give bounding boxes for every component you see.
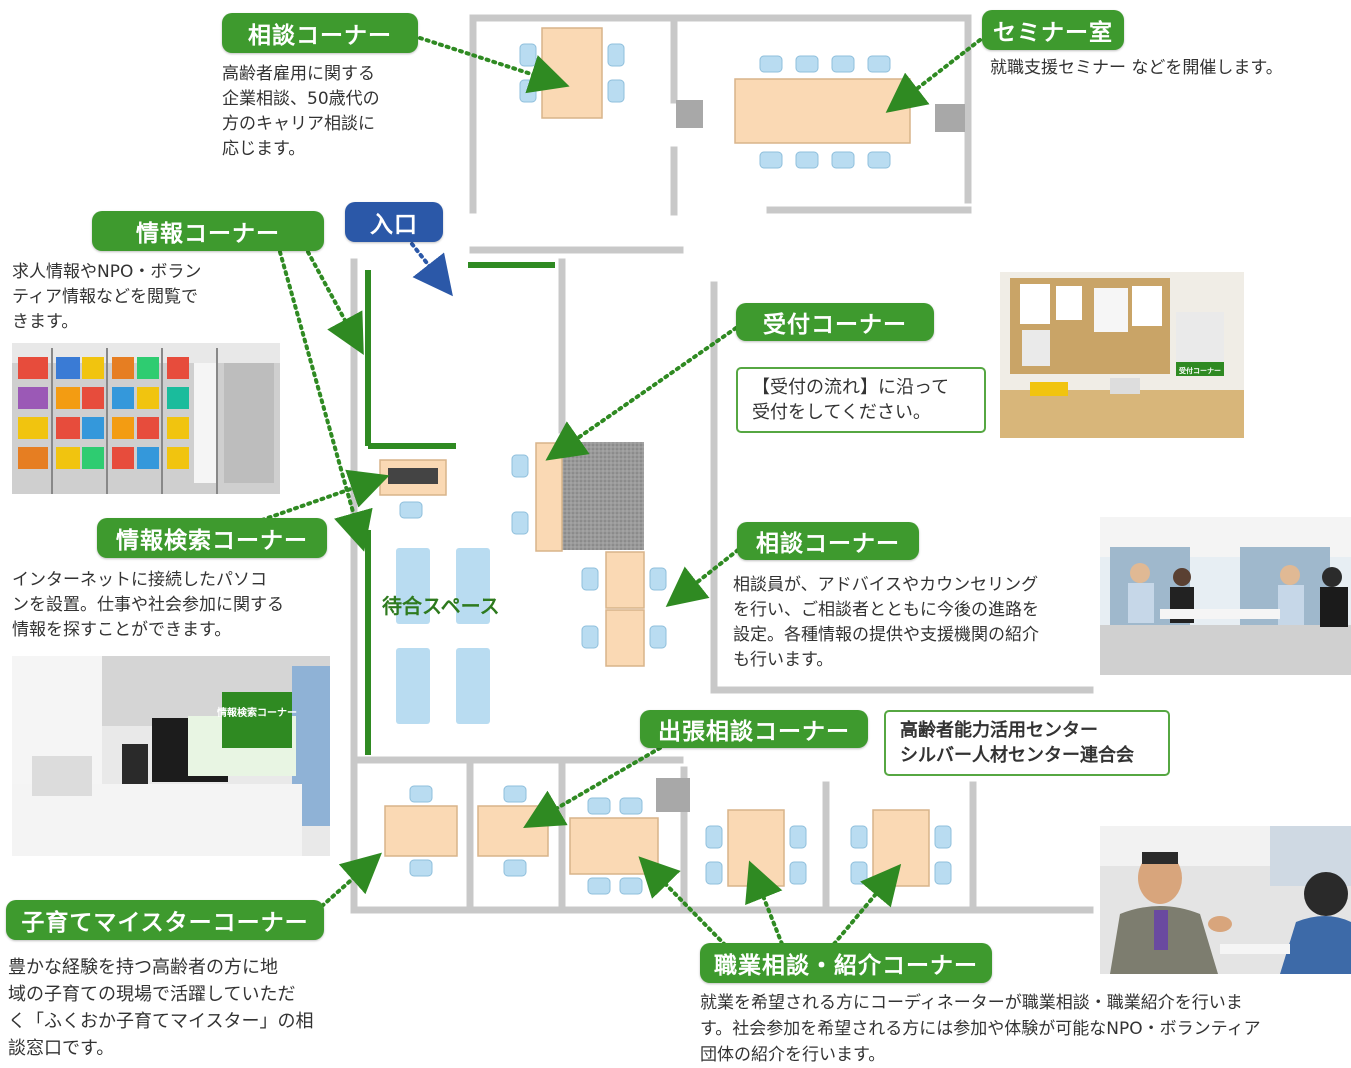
- entrance-arrow: [410, 242, 453, 297]
- consult-right-desc: 相談員が、アドバイスやカウンセリング を行い、ご相談者とともに今後の進路を 設定…: [733, 575, 1039, 670]
- table-parenting: [384, 805, 458, 857]
- consult-top-tag: 相談コーナー: [222, 13, 418, 53]
- reception-photo: 受付コーナー: [1000, 272, 1244, 438]
- parenting-tag: 子育てマイスターコーナー: [6, 900, 324, 940]
- seminar-tag: セミナー室: [982, 10, 1124, 50]
- table-consult-top: [541, 27, 603, 119]
- reception-desc: 【受付の流れ】に沿って 受付をしてください。: [736, 367, 986, 433]
- walls: [350, 14, 1094, 914]
- waiting-benches: [396, 548, 490, 724]
- table-reception: [535, 442, 563, 552]
- consult-right-tag: 相談コーナー: [737, 522, 919, 560]
- job-consultation-photo: [1100, 826, 1351, 974]
- branch-tag: 出張相談コーナー: [640, 710, 868, 748]
- table-seminar: [734, 78, 911, 144]
- waiting-space-label: 待合スペース: [382, 594, 500, 618]
- entrance-tag: 入口: [345, 202, 443, 242]
- chairs: [399, 43, 952, 895]
- job-desc: 就業を希望される方にコーディネーターが職業相談・職業紹介を行いま す。社会参加を…: [700, 993, 1261, 1065]
- consultation-photo: [1100, 517, 1351, 675]
- info-tag: 情報コーナー: [92, 211, 324, 251]
- parenting-desc: 豊かな経験を持つ高齢者の方に地 域の子育ての現場で活躍していただ く「ふくおか子…: [8, 957, 314, 1059]
- search-tag: 情報検索コーナー: [97, 518, 327, 558]
- search-sign-text: 情報検索コーナー: [217, 706, 297, 719]
- search-desc: インターネットに接続したパソコ ンを設置。仕事や社会参加に関する 情報を探すこと…: [12, 570, 284, 640]
- center-box: 高齢者能力活用センター シルバー人材センター連合会: [884, 710, 1170, 776]
- reception-counter-block: [560, 442, 644, 550]
- partitions: [365, 262, 555, 755]
- reception-sign-text: 受付コーナー: [1179, 366, 1221, 375]
- info-desc: 求人情報やNPO・ボラン ティア情報などを閲覧で きます。: [12, 262, 202, 332]
- info-rack-photo: [12, 343, 280, 494]
- seminar-desc: 就職支援セミナー などを開催します。: [990, 58, 1283, 78]
- tables: [379, 27, 930, 887]
- job-tag: 職業相談・紹介コーナー: [700, 943, 992, 983]
- pc-monitor: [388, 468, 438, 484]
- search-corner-photo: 情報検索コーナー: [12, 656, 330, 856]
- consult-top-desc: 高齢者雇用に関する 企業相談、50歳代の 方のキャリア相談に 応じます。: [222, 64, 380, 159]
- pointer-arrows: [260, 36, 982, 952]
- reception-tag: 受付コーナー: [736, 303, 934, 341]
